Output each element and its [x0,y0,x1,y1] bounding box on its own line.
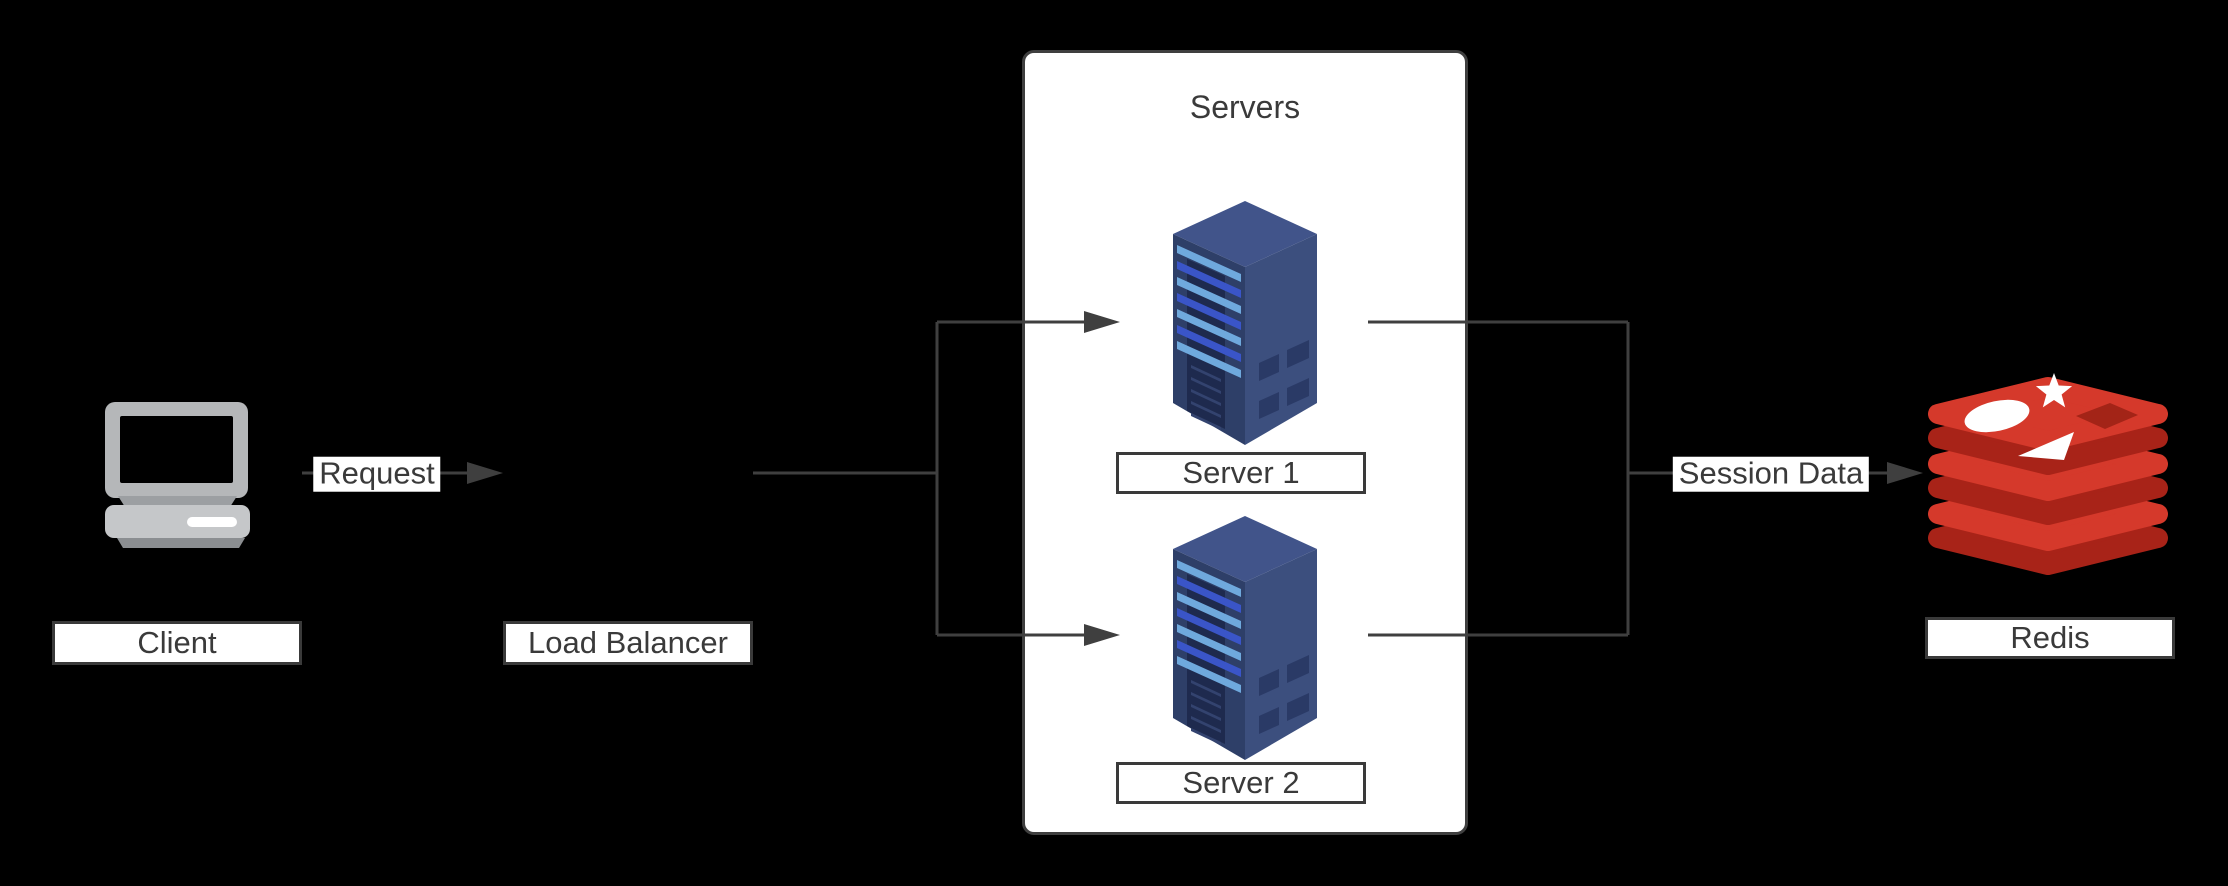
node-label-server-1: Server 1 [1116,452,1366,494]
server-1-label-text: Server 1 [1182,455,1300,490]
arrowhead-icon [467,462,503,484]
redis-database-icon [1928,373,2168,575]
arrowheads [467,311,1923,646]
node-label-server-2: Server 2 [1116,762,1366,804]
arrowhead-icon [1887,462,1923,484]
node-label-redis: Redis [1925,617,2175,659]
server-2-label-text: Server 2 [1182,765,1300,800]
edge-label-request: Request [313,456,441,492]
edge-paths [302,320,1887,637]
servers-group-title: Servers [1189,89,1301,125]
server-2-icon [1173,516,1317,760]
client-computer-icon [105,402,250,548]
load-balancer-icon [503,398,753,548]
node-label-client: Client [52,621,302,665]
server-1-icon [1173,201,1317,445]
node-label-load-balancer: Load Balancer [503,621,753,665]
arrowhead-icon [1084,311,1120,333]
client-label-text: Client [137,625,217,660]
edge-label-session-data: Session Data [1672,456,1870,492]
load-balancer-label-text: Load Balancer [528,625,728,660]
arrowhead-icon [1084,624,1120,646]
redis-label-text: Redis [2010,620,2090,655]
